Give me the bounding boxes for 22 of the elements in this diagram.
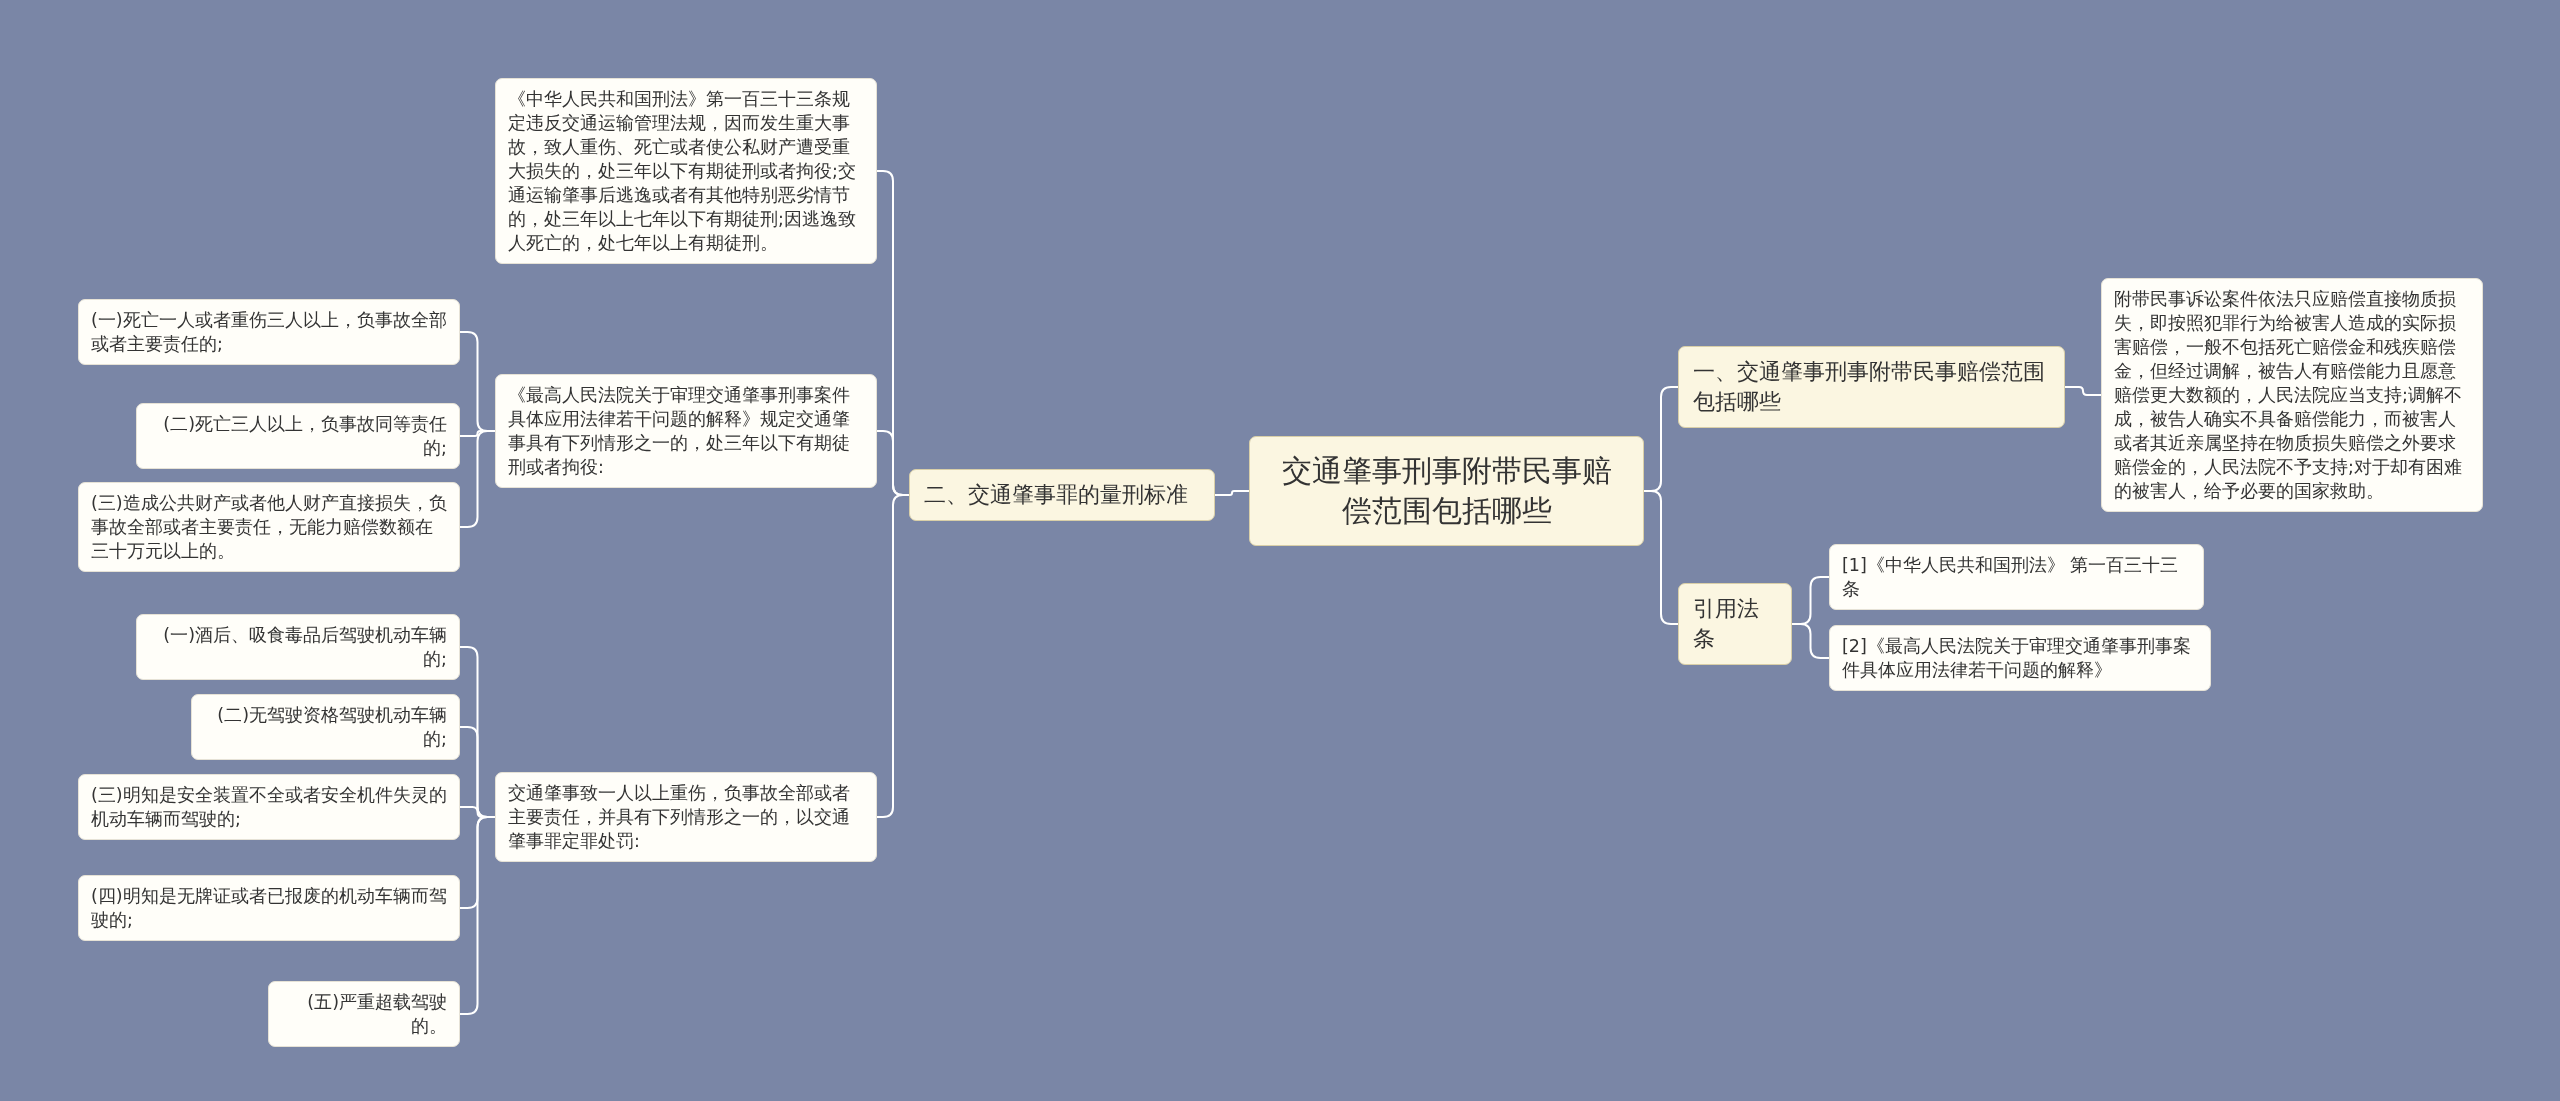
- connector-line: [876, 494, 910, 818]
- text-box: 《中华人民共和国刑法》第一百三十三条规定违反交通运输管理法规，因而发生重大事故，致人重伤、死亡或者使公私财产遭受重大损失的，处三年以下有期徒刑或者拘役;交通运输肇事后逃逸或者有其他特别恶劣情节的，处三年以上七年以下有期徒刑;因逃逸致人死亡的，处七年以上有期徒刑。: [495, 78, 877, 264]
- text-box: (三)明知是安全装置不全或者安全机件失灵的机动车辆而驾驶的;: [78, 774, 460, 840]
- branch-box: 一、交通肇事刑事附带民事赔偿范围包括哪些: [1678, 346, 2065, 428]
- text-box: (二)死亡三人以上，负事故同等责任的;: [136, 403, 460, 469]
- text-box: (二)无驾驶资格驾驶机动车辆的;: [191, 694, 460, 760]
- text-box: [1]《中华人民共和国刑法》 第一百三十三条: [1829, 544, 2204, 610]
- text-box: 交通肇事致一人以上重伤，负事故全部或者主要责任，并具有下列情形之一的，以交通肇事罪定罪处罚:: [495, 772, 877, 862]
- text-box: (三)造成公共财产或者他人财产直接损失，负事故全部或者主要责任，无能力赔偿数额在三十万元以上的。: [78, 482, 460, 572]
- branch-box: 二、交通肇事罪的量刑标准: [909, 469, 1215, 521]
- text-box: (一)酒后、吸食毒品后驾驶机动车辆的;: [136, 614, 460, 680]
- text-box: (四)明知是无牌证或者已报废的机动车辆而驾驶的;: [78, 875, 460, 941]
- connector-line: [2064, 386, 2102, 396]
- text-box: (一)死亡一人或者重伤三人以上，负事故全部或者主要责任的;: [78, 299, 460, 365]
- topic-box: 交通肇事刑事附带民事赔偿范围包括哪些: [1249, 436, 1644, 546]
- connector-line: [1791, 623, 1830, 659]
- connector-line: [1214, 490, 1250, 496]
- text-box: [2]《最高人民法院关于审理交通肇事刑事案件具体应用法律若干问题的解释》: [1829, 625, 2211, 691]
- text-box: 附带民事诉讼案件依法只应赔偿直接物质损失，即按照犯罪行为给被害人造成的实际损害赔偿，一般不包括死亡赔偿金和残疾赔偿金，但经过调解，被告人有赔偿能力且愿意赔偿更大数额的，人民法院应当支持;调解不成，被告人确实不具备赔偿能力，而被害人或者其近亲属坚持在物质损失赔偿之外要求赔偿金的，人民法院不予支持;对于却有困难的被害人，给予必要的国家救助。: [2101, 278, 2483, 512]
- text-box: 《最高人民法院关于审理交通肇事刑事案件具体应用法律若干问题的解释》规定交通肇事具有下列情形之一的，处三年以下有期徒刑或者拘役:: [495, 374, 877, 488]
- text-box: (五)严重超载驾驶的。: [268, 981, 460, 1047]
- branch-box: 引用法条: [1678, 583, 1792, 665]
